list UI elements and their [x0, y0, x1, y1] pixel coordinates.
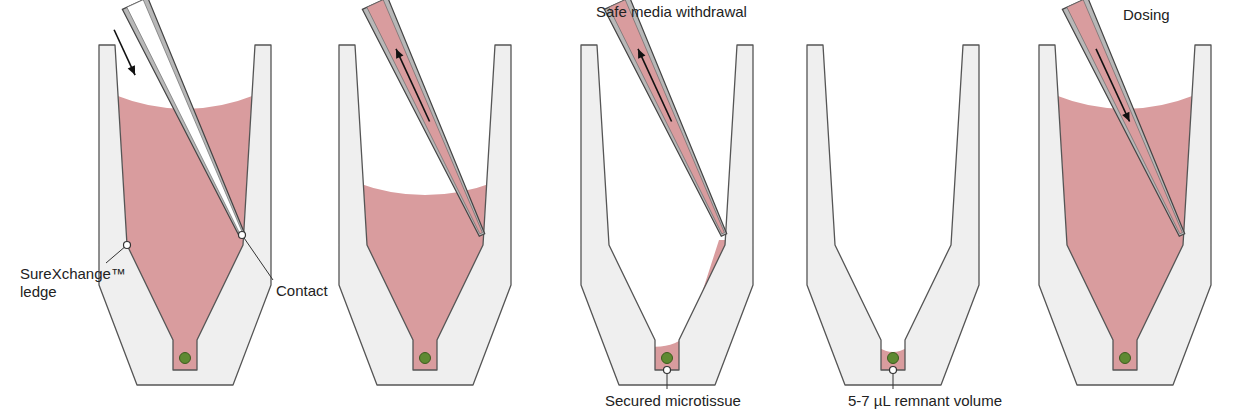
arrow-head: [128, 65, 139, 77]
part-label: Contact: [276, 282, 328, 300]
arrow-head: [634, 47, 645, 59]
microtissue: [1120, 353, 1131, 364]
tip-wall: [362, 0, 494, 241]
arrow-head: [392, 47, 403, 59]
well-wall: [807, 45, 979, 385]
arrow-line: [1096, 49, 1130, 122]
microtissue: [180, 353, 191, 364]
tip-channel: [367, 0, 489, 237]
leader-dot: [124, 242, 131, 249]
leader-line: [106, 245, 127, 263]
part-label: SureXchange™ ledge: [20, 265, 120, 301]
well: [807, 45, 979, 385]
pipette-tip: [604, 0, 736, 241]
pipette-tip: [1062, 0, 1194, 241]
leader-dot: [239, 232, 246, 239]
tip-wall: [1062, 0, 1194, 241]
tip-wall: [604, 0, 736, 241]
arrow-head: [1122, 112, 1133, 124]
leader-dot: [664, 367, 671, 374]
arrow-line: [638, 49, 672, 122]
leader-line: [242, 235, 273, 280]
leader-dot: [890, 367, 897, 374]
microtissue: [420, 353, 431, 364]
pipette-tip: [104, 0, 255, 249]
arrow-line: [396, 49, 430, 122]
pipette-tip: [362, 0, 494, 241]
tip-channel: [127, 0, 249, 237]
tip-channel: [1067, 0, 1189, 237]
step-heading: Dosing: [1123, 6, 1170, 24]
part-label: Secured microtissue: [605, 392, 741, 410]
microtissue: [662, 353, 673, 364]
tip-channel: [609, 0, 731, 237]
microtissue: [888, 353, 899, 364]
step-heading: Safe media withdrawal: [596, 3, 747, 21]
tip-wall: [122, 0, 254, 241]
part-label: 5-7 µL remnant volume: [848, 392, 1002, 410]
